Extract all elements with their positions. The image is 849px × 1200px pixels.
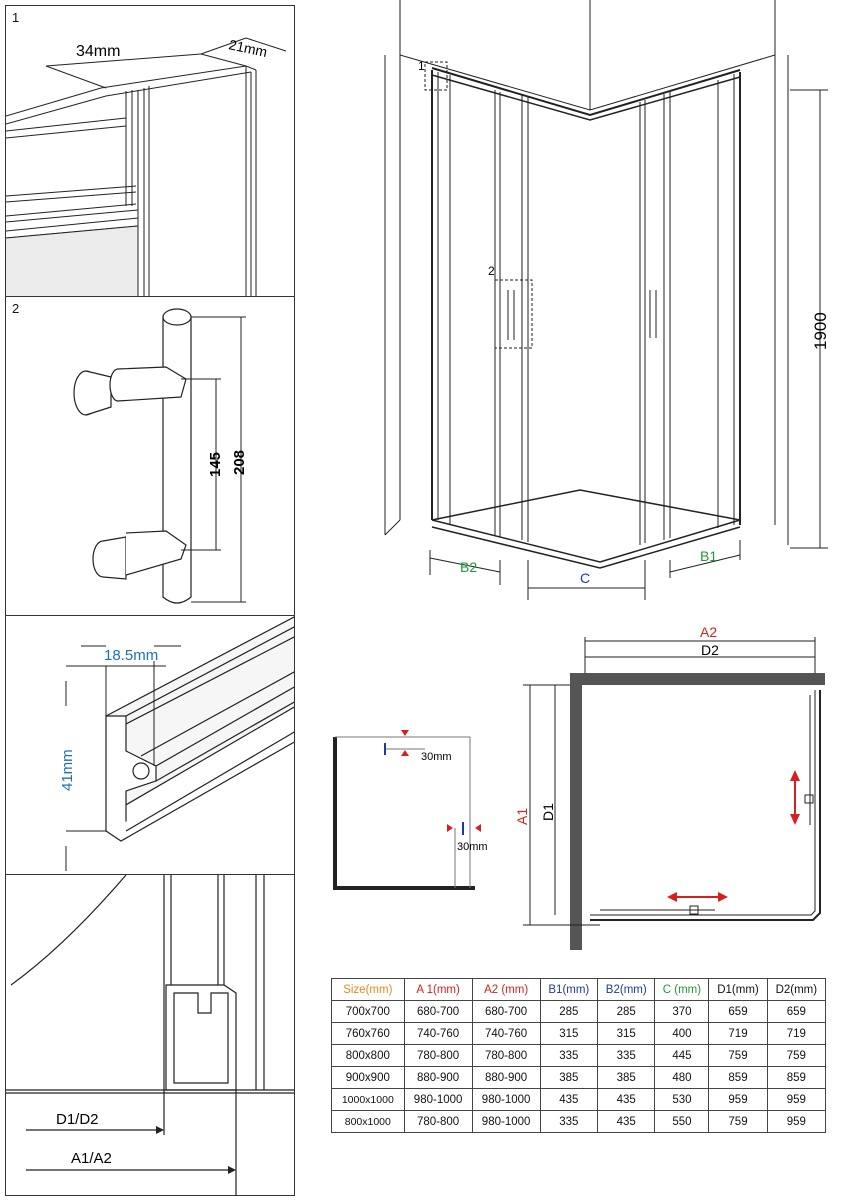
table-cell: 335 <box>539 1110 599 1133</box>
table-cell: 1000x1000 <box>331 1088 405 1111</box>
dim-208: 208 <box>231 450 248 475</box>
table-cell: 435 <box>597 1110 656 1133</box>
size-specification-table: Size(mm) A 1(mm) A2 (mm) B1(mm) B2(mm) C… <box>331 978 827 1133</box>
dim-41mm: 41mm <box>59 749 76 791</box>
table-cell: 680-700 <box>471 1000 541 1023</box>
table-cell: 980-1000 <box>403 1088 473 1111</box>
panel-number: 1 <box>12 10 20 25</box>
gap-top-30mm: 30mm <box>421 751 452 763</box>
table-cell: 659 <box>766 1000 827 1023</box>
table-cell: 385 <box>597 1066 656 1089</box>
dim-145: 145 <box>207 452 224 477</box>
table-header-cell: D1(mm) <box>708 978 768 1001</box>
label-d1-d2: D1/D2 <box>56 1111 99 1128</box>
table-cell: 760x760 <box>331 1022 405 1045</box>
table-cell: 880-900 <box>403 1066 473 1089</box>
table-cell: 780-800 <box>471 1044 541 1067</box>
table-cell: 719 <box>766 1022 827 1045</box>
bottom-corner-drawing: D1/D2 A1/A2 <box>6 875 294 1195</box>
table-cell: 980-1000 <box>471 1110 541 1133</box>
label-a2: A2 <box>700 625 717 640</box>
table-header-cell: A2 (mm) <box>471 978 541 1001</box>
table-cell: 759 <box>708 1044 768 1067</box>
table-cell: 400 <box>654 1022 710 1045</box>
table-cell: 880-900 <box>471 1066 541 1089</box>
table-cell: 285 <box>597 1000 656 1023</box>
table-header-cell: B1(mm) <box>539 978 599 1001</box>
table-cell: 700x700 <box>331 1000 405 1023</box>
table-cell: 435 <box>539 1088 599 1111</box>
dim-21mm: 21mm <box>227 36 268 60</box>
table-cell: 759 <box>766 1044 827 1067</box>
top-frame-drawing: 34mm 21mm <box>6 36 287 296</box>
table-header-cell: C (mm) <box>654 978 710 1001</box>
table-cell: 740-760 <box>403 1022 473 1045</box>
table-cell: 315 <box>597 1022 656 1045</box>
table-cell: 445 <box>654 1044 710 1067</box>
table-cell: 680-700 <box>403 1000 473 1023</box>
table-header-cell: A 1(mm) <box>403 978 473 1001</box>
table-row: 1000x1000 980-1000 980-1000 435 435 530 … <box>331 1088 827 1111</box>
table-cell: 659 <box>708 1000 768 1023</box>
table-cell: 759 <box>708 1110 768 1133</box>
table-row: 900x900 880-900 880-900 385 385 480 859 … <box>331 1066 827 1089</box>
dim-18-5mm: 18.5mm <box>104 647 158 664</box>
table-cell: 315 <box>539 1022 599 1045</box>
table-cell: 435 <box>597 1088 656 1111</box>
label-a1: A1 <box>515 808 530 825</box>
table-cell: 959 <box>708 1088 768 1111</box>
table-header-row: Size(mm) A 1(mm) A2 (mm) B1(mm) B2(mm) C… <box>331 978 827 1001</box>
table-row: 760x760 740-760 740-760 315 315 400 719 … <box>331 1022 827 1045</box>
table-cell: 780-800 <box>403 1044 473 1067</box>
table-cell: 980-1000 <box>471 1088 541 1111</box>
table-cell: 530 <box>654 1088 710 1111</box>
dim-34mm: 34mm <box>76 43 120 60</box>
table-cell: 859 <box>766 1066 827 1089</box>
table-cell: 385 <box>539 1066 599 1089</box>
label-c: C <box>580 570 590 586</box>
gap-tolerance-diagram: 30mm 30mm <box>333 730 488 890</box>
table-cell: 370 <box>654 1000 710 1023</box>
table-header-cell: B2(mm) <box>597 978 656 1001</box>
table-header-cell: Size(mm) <box>331 978 405 1001</box>
table-cell: 800x800 <box>331 1044 405 1067</box>
dim-height-1900: 1900 <box>811 312 830 350</box>
handle-drawing: 145 208 <box>73 308 248 604</box>
table-cell: 780-800 <box>403 1110 473 1133</box>
table-cell: 335 <box>597 1044 656 1067</box>
shower-enclosure-perspective: 1 2 1900 B2 C B1 <box>384 0 830 600</box>
table-cell: 335 <box>539 1044 599 1067</box>
detail-panel-profile: 18.5mm 41mm <box>5 615 295 875</box>
table-cell: 740-760 <box>471 1022 541 1045</box>
table-cell: 800x1000 <box>331 1110 405 1133</box>
table-cell: 550 <box>654 1110 710 1133</box>
table-cell: 480 <box>654 1066 710 1089</box>
detail-panel-handle: 2 145 208 <box>5 296 295 616</box>
table-row: 800x800 780-800 780-800 335 335 445 759 … <box>331 1044 827 1067</box>
label-d2: D2 <box>701 642 719 658</box>
label-d1: D1 <box>540 803 556 821</box>
callout-2: 2 <box>488 264 495 278</box>
table-cell: 900x900 <box>331 1066 405 1089</box>
table-cell: 719 <box>708 1022 768 1045</box>
detail-panel-top-frame: 1 <box>5 5 295 297</box>
table-cell: 285 <box>539 1000 599 1023</box>
table-row: 800x1000 780-800 980-1000 335 435 550 75… <box>331 1110 827 1133</box>
table-cell: 959 <box>766 1088 827 1111</box>
gap-right-30mm: 30mm <box>457 841 488 853</box>
floor-plan-diagram: A2 D2 A1 D1 <box>515 625 825 950</box>
label-b2: B2 <box>460 559 477 575</box>
panel-number: 2 <box>12 301 20 316</box>
callout-1: 1 <box>418 59 425 73</box>
table-cell: 859 <box>708 1066 768 1089</box>
table-header-cell: D2(mm) <box>766 978 827 1001</box>
table-cell: 959 <box>766 1110 827 1133</box>
table-row: 700x700 680-700 680-700 285 285 370 659 … <box>331 1000 827 1023</box>
label-b1: B1 <box>700 548 717 564</box>
label-a1-a2: A1/A2 <box>71 1150 112 1167</box>
profile-drawing: 18.5mm 41mm <box>59 616 294 871</box>
detail-panel-bottom-corner: D1/D2 A1/A2 <box>5 874 295 1196</box>
